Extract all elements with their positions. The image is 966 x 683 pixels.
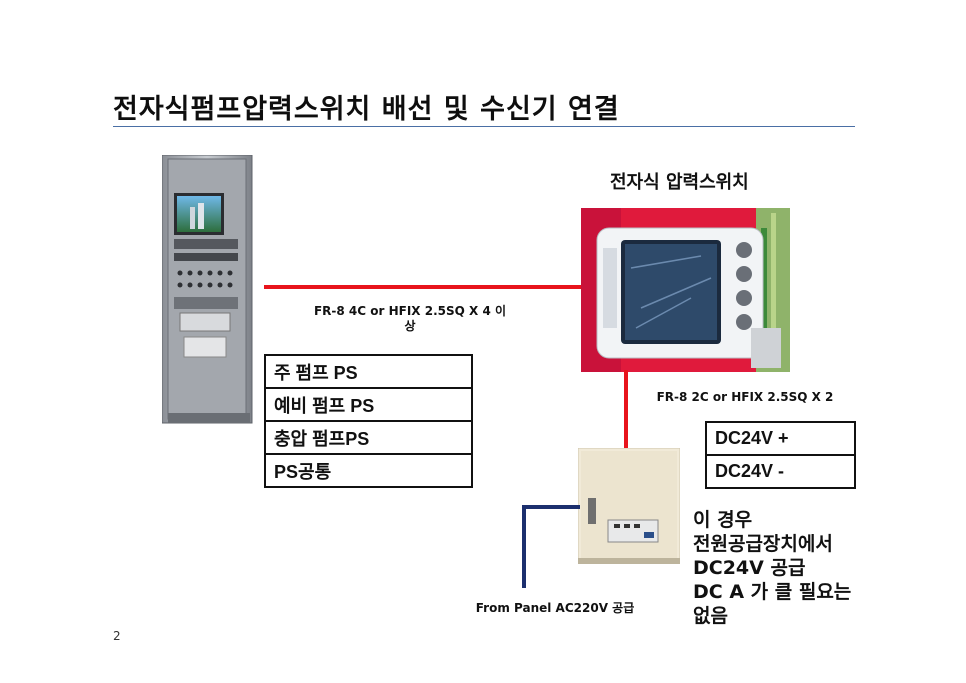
table-row: 충압 펌프PS	[264, 420, 473, 455]
receiver-terminal-table: 주 펌프 PS 예비 펌프 PS 충압 펌프PS PS공통	[264, 354, 473, 488]
power-wire-vertical	[624, 370, 628, 448]
table-row: DC24V +	[705, 421, 856, 456]
power-supply-image	[578, 448, 680, 564]
power-note: 이 경우 전원공급장치에서 DC24V 공급 DC A 가 클 필요는 없음	[693, 508, 873, 628]
table-row: DC24V -	[705, 454, 856, 489]
dc-terminal-table: DC24V + DC24V -	[705, 421, 856, 489]
power-cable-label: FR-8 2C or HFIX 2.5SQ X 2	[656, 390, 834, 404]
page-title: 전자식펌프압력스위치 배선 및 수신기 연결	[113, 94, 620, 125]
terminal-main-pump: 주 펌프 PS	[264, 354, 473, 389]
note-line: 전원공급장치에서	[693, 533, 833, 555]
terminal-common: PS공통	[264, 453, 473, 488]
note-line: 없음	[693, 605, 728, 627]
receiver-cabinet	[162, 155, 253, 424]
table-row: 예비 펌프 PS	[264, 387, 473, 422]
page-number: 2	[113, 629, 121, 643]
title-divider	[113, 126, 855, 127]
signal-wire	[264, 285, 582, 289]
note-line: DC24V 공급	[693, 557, 806, 579]
pressure-switch-image	[581, 208, 790, 372]
note-line: 이 경우	[693, 509, 753, 531]
ac-wire-horizontal	[522, 505, 580, 509]
table-row: PS공통	[264, 453, 473, 488]
ac-supply-label: From Panel AC220V 공급	[475, 601, 635, 615]
terminal-standby-pump: 예비 펌프 PS	[264, 387, 473, 422]
signal-cable-label: FR-8 4C or HFIX 2.5SQ X 4 이상	[313, 304, 507, 333]
terminal-jockey-pump: 충압 펌프PS	[264, 420, 473, 455]
note-line: DC A 가 클 필요는	[693, 581, 852, 603]
ac-wire-vertical	[522, 506, 526, 588]
switch-title: 전자식 압력스위치	[610, 172, 749, 193]
table-row: 주 펌프 PS	[264, 354, 473, 389]
dc-plus: DC24V +	[705, 421, 856, 456]
dc-minus: DC24V -	[705, 454, 856, 489]
